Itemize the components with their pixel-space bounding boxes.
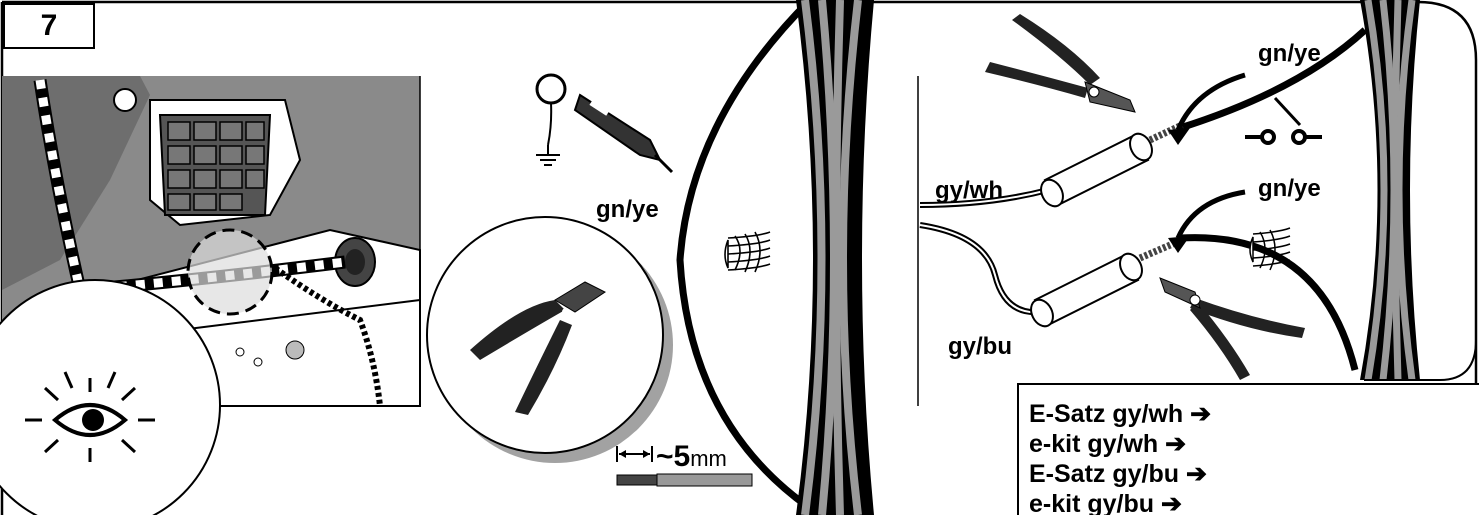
switch-symbol-icon (1245, 98, 1322, 143)
label-tester-gn-ye: gn/ye (596, 196, 659, 224)
voltage-tester-icon (537, 75, 672, 172)
strip-length-label: ~5mm (656, 440, 727, 474)
legend-row-1-text: E-Satz gy/wh (1029, 400, 1183, 428)
label-top-gn-ye: gn/ye (1258, 40, 1321, 68)
label-mid-gn-ye: gn/ye (1258, 175, 1321, 203)
highlight-circle (188, 230, 272, 314)
arrow-right-icon: ➔ (1186, 460, 1207, 488)
legend-row-2: e-kit gy/wh ➔ (1029, 429, 1186, 459)
arrow-right-icon: ➔ (1190, 400, 1211, 428)
butt-connector-bottom (1027, 240, 1182, 330)
legend-row-3: E-Satz gy/bu ➔ (1029, 459, 1207, 489)
legend-row-3-text: E-Satz gy/bu (1029, 460, 1179, 488)
side-cutter-icon (427, 217, 663, 453)
legend-row-4-text: e-kit gy/bu (1029, 490, 1154, 515)
strip-length-value: ~5 (656, 440, 690, 473)
legend-row-4: e-kit gy/bu ➔ (1029, 489, 1182, 515)
ground-symbol-icon (536, 145, 560, 165)
step-number: 7 (41, 9, 58, 43)
legend-row-2-text: e-kit gy/wh (1029, 430, 1158, 458)
crimp-pliers-bottom-icon (1160, 278, 1305, 380)
arrow-right-icon: ➔ (1165, 430, 1186, 458)
wire-harness-center (796, 0, 874, 515)
legend-row-1: E-Satz gy/wh ➔ (1029, 399, 1211, 429)
arrow-right-icon: ➔ (1161, 490, 1182, 515)
label-gy-bu: gy/bu (948, 333, 1012, 361)
crimp-pliers-icon (985, 14, 1135, 112)
butt-connector-top (1037, 125, 1182, 210)
step-number-badge: 7 (3, 3, 95, 49)
legend-box: E-Satz gy/wh ➔ e-kit gy/wh ➔ E-Satz gy/b… (1017, 383, 1479, 515)
wire-harness-right (1360, 0, 1420, 380)
label-gy-wh: gy/wh (935, 177, 1003, 205)
strip-length-unit: mm (690, 446, 727, 471)
headlight-symbol-icon (725, 232, 770, 272)
